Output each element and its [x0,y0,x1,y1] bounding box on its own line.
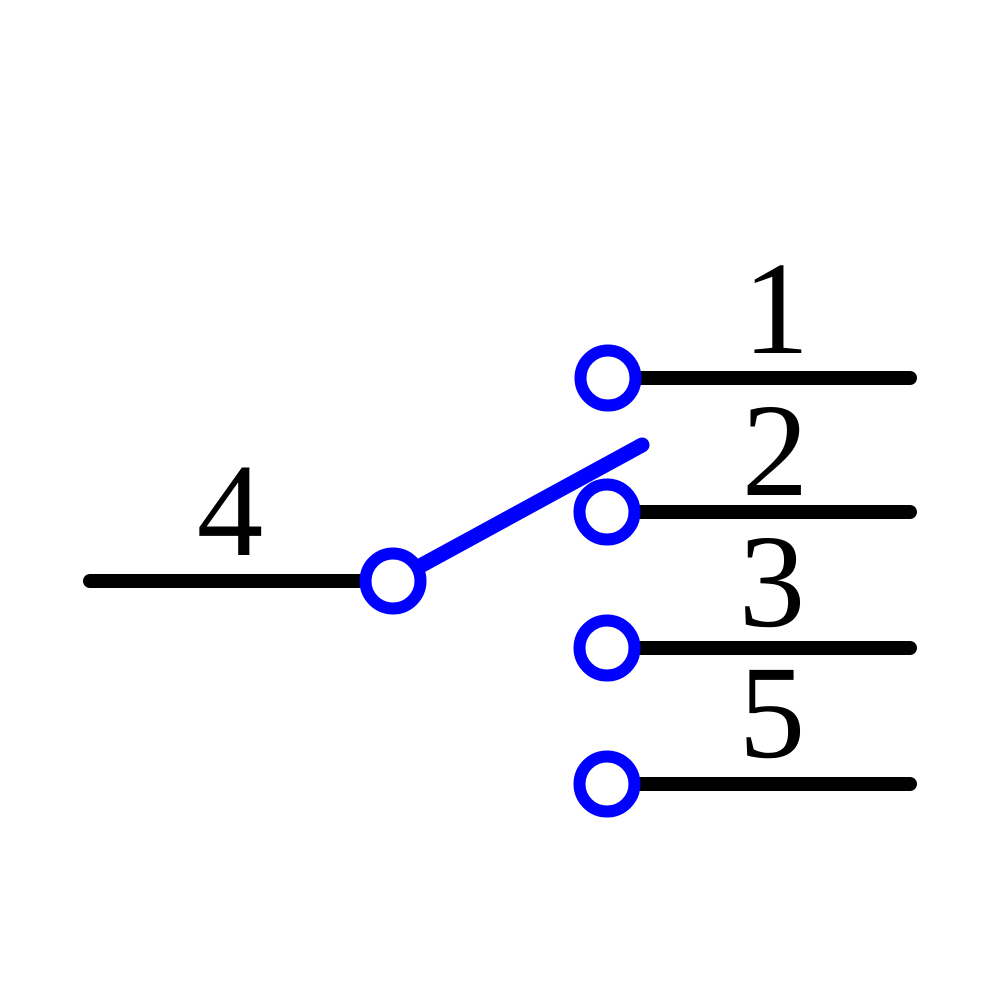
terminal-1-label: 1 [743,234,810,382]
terminal-5-label: 5 [739,638,806,786]
common-terminal-label: 4 [197,436,264,584]
terminal-3-contact [573,614,641,682]
common-terminal-contact [359,547,427,615]
switch-lever [414,437,650,573]
terminal-2-label: 2 [742,376,809,524]
terminal-1-contact [574,344,642,412]
terminal-5-contact [573,750,641,818]
terminal-2-contact [573,478,641,546]
terminal-3-label: 3 [739,507,806,655]
